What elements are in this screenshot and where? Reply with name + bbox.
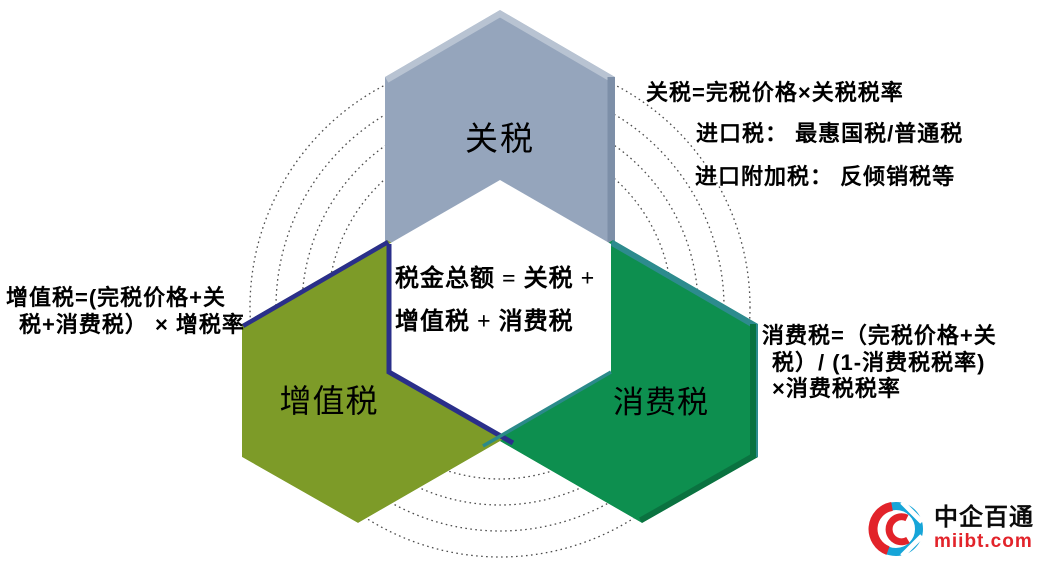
logo-globe-red-swirl — [885, 513, 910, 546]
tariff-formula: 关税=完税价格×关税税率 — [646, 80, 904, 105]
dotted-circle — [249, 56, 751, 558]
logo-globe-gap — [900, 534, 924, 558]
center-hexagon-left-border — [386, 244, 515, 446]
tariff-label: 关税 — [465, 122, 535, 158]
vat-formula-line1: 增值税=(完税价格+关 — [6, 285, 227, 310]
logo-domain: miibt.com — [934, 530, 1033, 552]
center-hexagon — [389, 180, 611, 436]
total-tax-formula: 税金总额 = 关税 + 增值税 + 消费税 — [395, 258, 595, 344]
brand-watermark: 中企百通 miibt.com — [866, 498, 1034, 558]
consumption-formula-line1: 消费税=（完税价格+关 — [762, 323, 997, 348]
vat-formula-line2: 税+消费税） × 增税率 — [19, 312, 245, 337]
consumption-formula-line2: 税）/ (1-消费税税率) — [772, 350, 986, 375]
import-tax-note: 进口税： 最惠国税/普通税 — [696, 121, 964, 146]
logo-globe-gap — [900, 500, 924, 524]
consumption-label: 消费税 — [613, 385, 709, 420]
logo-name: 中企百通 — [934, 503, 1034, 531]
total-tax-formula-line1: 税金总额 = 关税 + — [395, 266, 596, 292]
logo-texts: 中企百通 miibt.com — [934, 504, 1034, 553]
center-hexagon-right-border — [482, 370, 612, 448]
logo-globe-red-arc — [868, 501, 894, 555]
import-surtax-note: 进口附加税： 反倾销税等 — [695, 164, 956, 189]
vat-label: 增值税 — [279, 383, 379, 419]
total-tax-formula-line2: 增值税 + 消费税 — [395, 309, 574, 335]
consumption-formula-line3: ×消费税税率 — [772, 376, 901, 401]
logo-globe-icon — [868, 500, 924, 558]
